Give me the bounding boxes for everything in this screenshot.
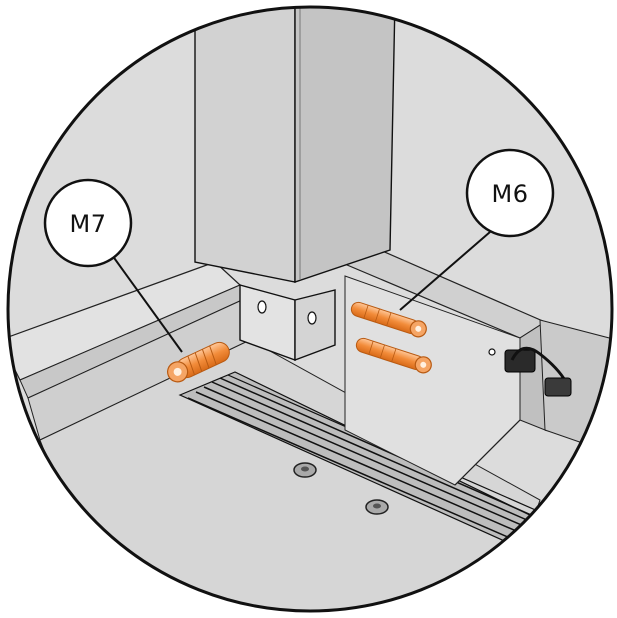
cable-connector — [488, 346, 572, 397]
table-leg — [194, 7, 396, 362]
callout-label-m7: M7 — [70, 210, 107, 238]
callout-label-m6: M6 — [492, 180, 529, 208]
right-rail — [338, 249, 612, 486]
callout-m6: M6 — [465, 148, 555, 238]
leader-line-m6 — [399, 231, 491, 311]
bolt-m6-upper — [350, 301, 427, 338]
left-rail — [8, 261, 251, 611]
floor-screw-2 — [365, 499, 389, 515]
leader-line-m7 — [111, 254, 183, 353]
floor-screw-1 — [293, 462, 317, 478]
bolt-m7 — [167, 341, 230, 383]
magnifier-outline — [6, 5, 614, 613]
callout-m7: M7 — [43, 178, 133, 268]
bolt-m6-lower — [355, 337, 432, 374]
